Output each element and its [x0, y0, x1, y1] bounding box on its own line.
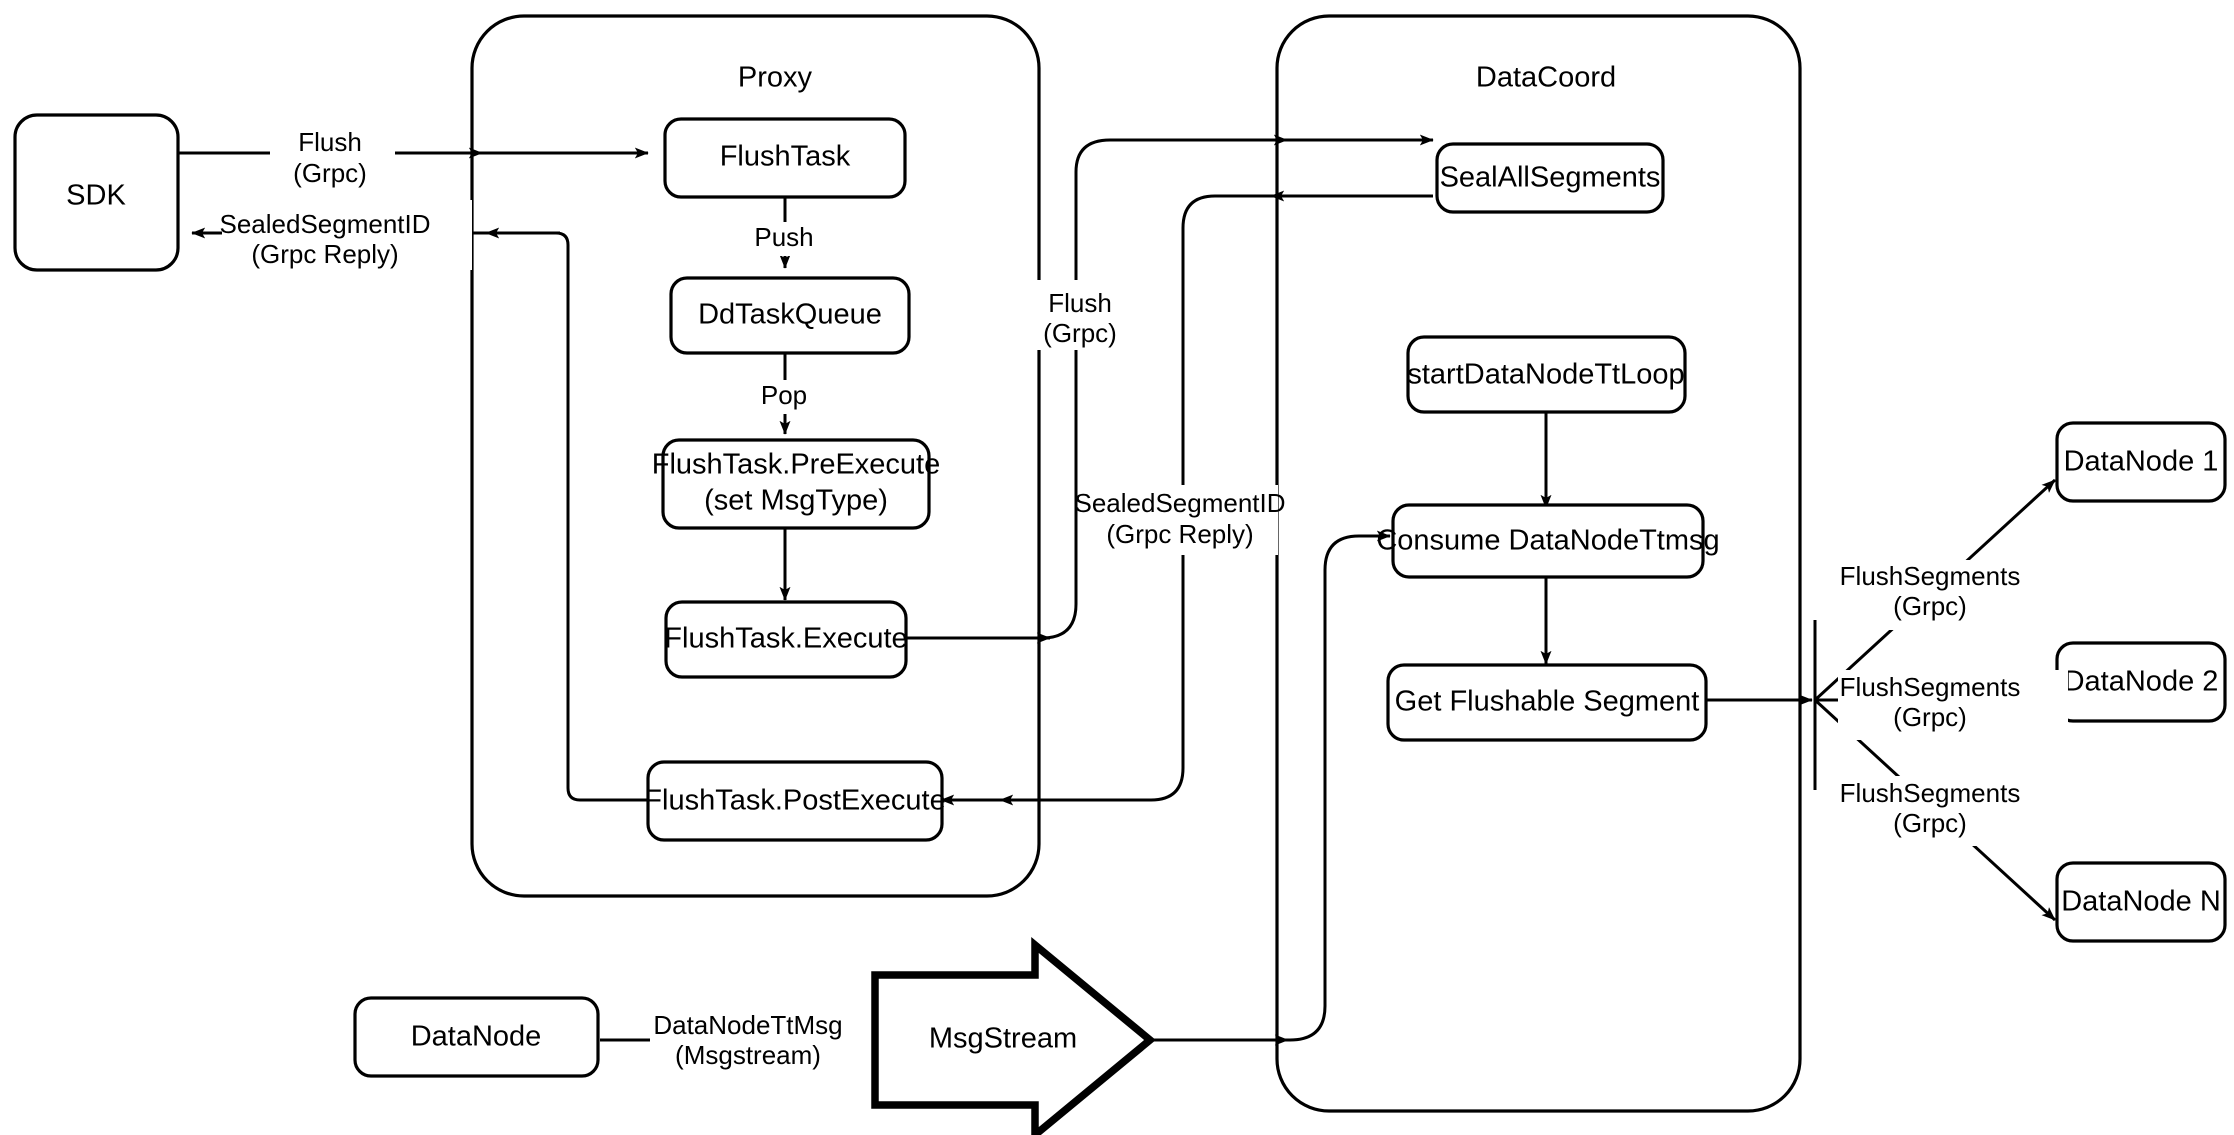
flush-seg-n-label-line1: FlushSegments	[1840, 778, 2021, 808]
flush-seg-2-label-line1: FlushSegments	[1840, 672, 2021, 702]
proxy-to-dc-label-line2: (Grpc)	[1043, 318, 1117, 348]
node-datanode-n[interactable]: DataNode N	[2055, 861, 2227, 943]
datanode-source-label: DataNode	[411, 1021, 542, 1053]
preexecute-rect[interactable]	[661, 438, 931, 530]
datacoord-container-label: DataCoord	[1476, 62, 1616, 94]
postexecute-label: FlushTask.PostExecute	[644, 785, 945, 817]
pop-label: Pop	[761, 380, 807, 410]
start-tt-loop-rect[interactable]	[1406, 335, 1687, 414]
proxy-to-dc-label-line1: Flush	[1048, 288, 1112, 318]
postexecute-rect[interactable]	[646, 760, 944, 842]
edge-label-proxy-to-sdk: SealedSegmentID (Grpc Reply)	[219, 200, 472, 270]
consume-ttmsg-rect[interactable]	[1391, 503, 1705, 579]
node-flush-task[interactable]: FlushTask	[663, 117, 907, 199]
datanode-tt-label-line1: DataNodeTtMsg	[653, 1010, 842, 1040]
edge-label-flushsegments-2: FlushSegments (Grpc)	[1838, 670, 2068, 740]
flush-task-label: FlushTask	[720, 141, 851, 173]
proxy-container-label: Proxy	[738, 62, 813, 94]
msgstream-label: MsgStream	[929, 1023, 1077, 1055]
execute-rect[interactable]	[664, 600, 908, 679]
consume-ttmsg-label: Consume DataNodeTtmsg	[1376, 525, 1719, 557]
preexecute-label-line1: FlushTask.PreExecute	[652, 449, 941, 481]
execute-label: FlushTask.Execute	[664, 623, 907, 655]
node-flush-task-postexecute[interactable]: FlushTask.PostExecute	[644, 760, 946, 842]
edge-label-push: Push	[738, 222, 830, 256]
dc-to-proxy-label-line2: (Grpc Reply)	[1106, 519, 1253, 549]
node-msgstream[interactable]: MsgStream	[871, 937, 1156, 1135]
dd-task-queue-label: DdTaskQueue	[698, 299, 882, 331]
node-start-datanode-tt-loop[interactable]: startDataNodeTtLoop	[1406, 335, 1687, 414]
msgstream-arrow-shape[interactable]	[871, 937, 1156, 1135]
dc-to-proxy-label-line1: SealedSegmentID	[1074, 488, 1285, 518]
node-flush-task-execute[interactable]: FlushTask.Execute	[664, 600, 908, 679]
get-flushable-rect[interactable]	[1386, 663, 1708, 742]
datanode-source-rect[interactable]	[353, 996, 600, 1078]
flush-seg-1-label-line1: FlushSegments	[1840, 561, 2021, 591]
node-dd-task-queue[interactable]: DdTaskQueue	[669, 276, 911, 355]
edge-label-pop: Pop	[742, 380, 826, 414]
edge-msgstream-to-consume	[1150, 530, 1391, 1042]
flush-task-rect[interactable]	[663, 117, 907, 199]
preexecute-label-line2: (set MsgType)	[704, 485, 888, 517]
dd-task-queue-rect[interactable]	[669, 276, 911, 355]
datanode-2-label: DataNode 2	[2064, 666, 2219, 698]
proxy-to-sdk-label-line2: (Grpc Reply)	[251, 239, 398, 269]
node-datanode-source[interactable]: DataNode	[353, 996, 600, 1078]
node-datanode-1[interactable]: DataNode 1	[2055, 421, 2227, 503]
seal-all-segments-rect[interactable]	[1435, 142, 1665, 214]
sdk-label: SDK	[66, 180, 126, 212]
edge-label-proxy-to-datacoord: Flush (Grpc)	[1036, 280, 1166, 350]
node-get-flushable-segment[interactable]: Get Flushable Segment	[1386, 663, 1708, 742]
sdk-to-proxy-label-line1: Flush	[298, 127, 362, 157]
node-seal-all-segments[interactable]: SealAllSegments	[1435, 142, 1665, 214]
flush-seg-1-label-line2: (Grpc)	[1893, 591, 1967, 621]
edge-label-sdk-to-proxy: Flush (Grpc)	[270, 120, 395, 190]
start-tt-loop-label: startDataNodeTtLoop	[1407, 359, 1684, 391]
proxy-to-sdk-label-line1: SealedSegmentID	[219, 209, 430, 239]
edge-postexecute-to-sdk	[191, 227, 648, 802]
edge-label-flushsegments-n: FlushSegments (Grpc)	[1838, 776, 2068, 846]
node-flush-task-preexecute[interactable]: FlushTask.PreExecute (set MsgType)	[652, 438, 941, 530]
edge-execute-to-sealallsegments	[905, 134, 1434, 640]
sdk-to-proxy-label-line2: (Grpc)	[293, 158, 367, 188]
flush-seg-2-label-line2: (Grpc)	[1893, 702, 1967, 732]
get-flushable-label: Get Flushable Segment	[1395, 686, 1700, 718]
datanode-1-label: DataNode 1	[2064, 446, 2219, 478]
datanode-n-label: DataNode N	[2061, 886, 2221, 918]
push-label: Push	[754, 222, 813, 252]
node-datanode-2[interactable]: DataNode 2	[2055, 641, 2227, 723]
flush-seg-n-label-line2: (Grpc)	[1893, 808, 1967, 838]
seal-all-segments-label: SealAllSegments	[1440, 162, 1661, 194]
edge-label-flushsegments-1: FlushSegments (Grpc)	[1838, 560, 2068, 630]
datanode-1-rect[interactable]	[2055, 421, 2227, 503]
edge-label-datanode-ttmsg: DataNodeTtMsg (Msgstream)	[650, 1005, 870, 1073]
datanode-n-rect[interactable]	[2055, 861, 2227, 943]
node-consume-datanode-ttmsg[interactable]: Consume DataNodeTtmsg	[1376, 503, 1720, 579]
datanode-tt-label-line2: (Msgstream)	[675, 1040, 821, 1070]
node-sdk[interactable]: SDK	[13, 113, 180, 272]
edge-label-datacoord-to-proxy: SealedSegmentID (Grpc Reply)	[1074, 485, 1286, 555]
sdk-rect[interactable]	[13, 113, 180, 272]
